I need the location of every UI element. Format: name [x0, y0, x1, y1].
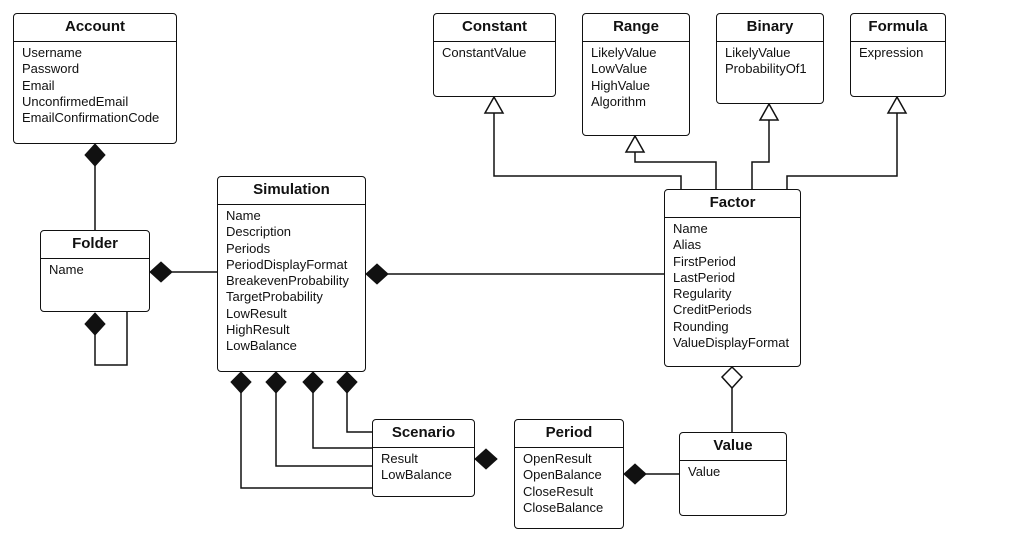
attribute: ConstantValue	[442, 45, 527, 60]
attribute-list: Name Alias FirstPeriod LastPeriod Regula…	[665, 218, 800, 351]
class-name: Simulation	[218, 177, 365, 205]
attribute-list: Name	[41, 259, 149, 278]
attribute-list: Username Password Email UnconfirmedEmail…	[14, 42, 176, 126]
class-period: Period OpenResult OpenBalance CloseResul…	[514, 419, 624, 529]
attribute: Name	[49, 262, 84, 277]
attribute: LowValue	[591, 61, 648, 77]
composition-diamond-simulation-2	[265, 371, 287, 394]
attribute: UnconfirmedEmail	[22, 93, 129, 109]
class-folder: Folder Name	[40, 230, 150, 312]
composition-diamond-scenario	[474, 448, 498, 470]
class-value: Value Value	[679, 432, 787, 516]
attribute: LikelyValue	[591, 45, 657, 60]
attribute: Name	[673, 221, 708, 236]
attribute: Email	[22, 77, 55, 93]
attribute: Value	[688, 464, 721, 479]
factor-constant-line	[493, 113, 682, 190]
factor-formula-line	[786, 113, 898, 190]
composition-diamond-simulation-3	[302, 371, 324, 394]
aggregation-diamond-factor	[720, 365, 744, 390]
attribute: HighValue	[591, 77, 651, 93]
class-name: Folder	[41, 231, 149, 259]
factor-range-line	[634, 152, 717, 190]
generalization-arrow-binary	[758, 102, 780, 121]
attribute: HighResult	[226, 322, 290, 338]
attribute-list: OpenResult OpenBalance CloseResult Close…	[515, 448, 623, 516]
factor-binary-line	[751, 120, 770, 190]
class-name: Scenario	[373, 420, 474, 448]
simulation-scenario-line-2	[275, 392, 374, 467]
class-name: Period	[515, 420, 623, 448]
generalization-arrow-range	[624, 134, 646, 153]
attribute-list: LikelyValue LowValue HighValue Algorithm	[583, 42, 689, 110]
class-scenario: Scenario Result LowBalance	[372, 419, 475, 497]
attribute: FirstPeriod	[673, 253, 736, 269]
class-simulation: Simulation Name Description Periods Peri…	[217, 176, 366, 372]
composition-diamond-simulation-factor	[365, 263, 389, 285]
attribute: BreakevenProbability	[226, 273, 349, 289]
class-constant: Constant ConstantValue	[433, 13, 556, 97]
class-formula: Formula Expression	[850, 13, 946, 97]
attribute-list: Value	[680, 461, 786, 480]
attribute: LastPeriod	[673, 269, 736, 285]
class-name: Constant	[434, 14, 555, 42]
attribute-list: Expression	[851, 42, 945, 61]
attribute: CloseBalance	[523, 499, 604, 515]
attribute: Algorithm	[591, 93, 646, 109]
attribute: OpenResult	[523, 451, 592, 466]
attribute: CreditPeriods	[673, 302, 752, 318]
attribute: OpenBalance	[523, 467, 602, 483]
class-name: Binary	[717, 14, 823, 42]
attribute-list: ConstantValue	[434, 42, 555, 61]
composition-diamond-folder-self	[84, 312, 106, 336]
attribute: Password	[22, 61, 80, 77]
class-name: Value	[680, 433, 786, 461]
class-name: Formula	[851, 14, 945, 42]
class-name: Account	[14, 14, 176, 42]
attribute: Description	[226, 224, 292, 240]
simulation-scenario-line-1	[240, 392, 374, 489]
attribute: LikelyValue	[725, 45, 791, 60]
attribute: Name	[226, 208, 261, 223]
class-name: Range	[583, 14, 689, 42]
attribute: Rounding	[673, 318, 729, 334]
attribute-list: Result LowBalance	[373, 448, 474, 484]
attribute: Expression	[859, 45, 924, 60]
attribute: CloseResult	[523, 483, 594, 499]
simulation-scenario-line-3	[312, 392, 374, 449]
class-binary: Binary LikelyValue ProbabilityOf1	[716, 13, 824, 104]
composition-diamond-account	[84, 143, 106, 167]
composition-diamond-simulation-1	[230, 371, 252, 394]
class-range: Range LikelyValue LowValue HighValue Alg…	[582, 13, 690, 136]
generalization-arrow-constant	[483, 95, 505, 114]
composition-diamond-folder	[149, 261, 173, 283]
folder-self-loop	[94, 312, 128, 366]
attribute: LowResult	[226, 305, 287, 321]
attribute: Result	[381, 451, 418, 466]
attribute: EmailConfirmationCode	[22, 110, 160, 126]
attribute: Periods	[226, 240, 271, 256]
composition-diamond-simulation-4	[336, 371, 358, 394]
attribute: TargetProbability	[226, 289, 323, 305]
class-factor: Factor Name Alias FirstPeriod LastPeriod…	[664, 189, 801, 367]
attribute: Regularity	[673, 286, 732, 302]
composition-diamond-period	[623, 463, 647, 485]
attribute-list: Name Description Periods PeriodDisplayFo…	[218, 205, 365, 355]
attribute: PeriodDisplayFormat	[226, 256, 348, 272]
attribute: ValueDisplayFormat	[673, 335, 790, 351]
attribute: ProbabilityOf1	[725, 61, 807, 77]
attribute: Username	[22, 45, 82, 60]
attribute: LowBalance	[226, 338, 297, 354]
simulation-scenario-line-4	[346, 392, 374, 433]
attribute: Alias	[673, 237, 702, 253]
class-account: Account Username Password Email Unconfir…	[13, 13, 177, 144]
attribute: LowBalance	[381, 467, 452, 483]
generalization-arrow-formula	[886, 95, 908, 114]
attribute-list: LikelyValue ProbabilityOf1	[717, 42, 823, 78]
class-name: Factor	[665, 190, 800, 218]
